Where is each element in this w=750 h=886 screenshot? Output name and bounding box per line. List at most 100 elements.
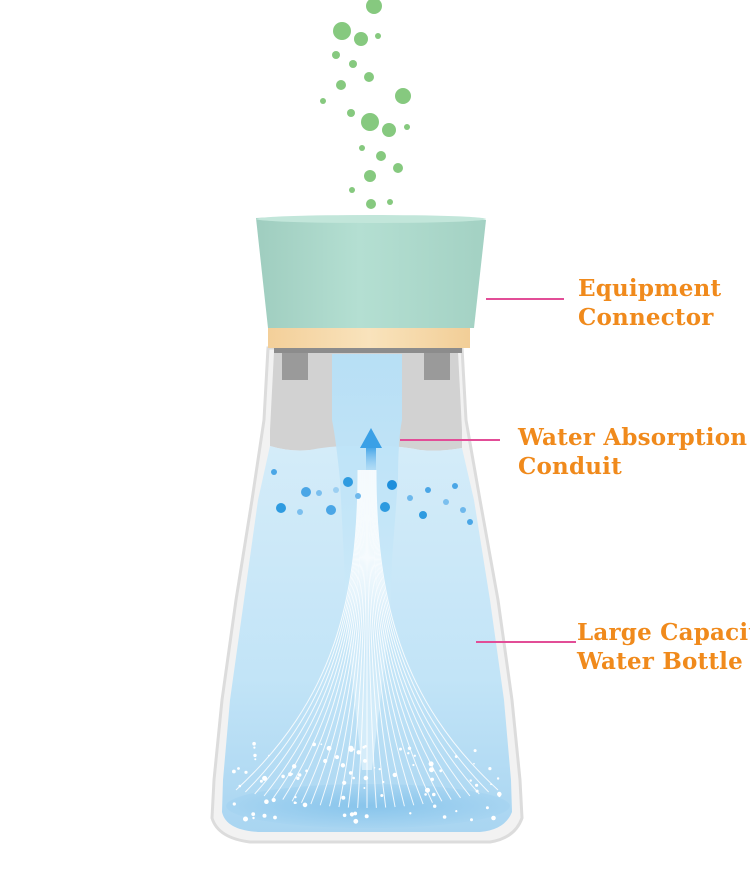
sparkle — [363, 787, 365, 789]
mist-dot — [393, 163, 403, 173]
water-bubble — [333, 487, 339, 493]
mist-dot — [366, 0, 382, 14]
sparkle — [476, 790, 479, 793]
mist-dot — [361, 113, 379, 131]
sparkle — [409, 812, 411, 814]
sparkle — [488, 767, 491, 770]
sparkle — [475, 784, 478, 787]
sparkle — [312, 743, 316, 747]
sparkle — [374, 767, 376, 769]
sparkle — [272, 798, 276, 802]
water-bubble — [326, 505, 336, 515]
sparkle — [335, 755, 339, 759]
mist-dot — [333, 22, 351, 40]
sparkle — [362, 746, 365, 749]
sparkle — [353, 819, 358, 824]
sparkle — [439, 769, 442, 772]
equipment-connector-label-line1: Equipment — [578, 274, 721, 303]
equipment-connector-leader — [486, 298, 564, 300]
water-bubble — [452, 483, 458, 489]
mist-dot — [320, 98, 326, 104]
sparkle — [291, 773, 293, 775]
sparkle — [379, 768, 381, 770]
sparkle — [490, 783, 492, 785]
sparkle — [473, 763, 475, 765]
sparkle — [443, 815, 447, 819]
sparkle — [342, 781, 346, 785]
sparkle — [252, 742, 256, 746]
sparkle — [414, 755, 416, 757]
sparkle — [264, 799, 269, 804]
sparkle — [470, 779, 472, 781]
mist-dot — [382, 123, 396, 137]
sparkle — [262, 776, 267, 781]
mist-dot — [375, 33, 381, 39]
sparkle — [253, 747, 255, 749]
sparkle — [455, 755, 458, 758]
sparkle — [429, 767, 434, 772]
sparkle — [327, 746, 332, 751]
mist-dot — [404, 124, 410, 130]
sparkle — [252, 817, 254, 819]
water-bubble — [425, 487, 431, 493]
mist-dot — [366, 199, 376, 209]
water-bubble — [419, 511, 427, 519]
sparkle — [253, 754, 256, 757]
water-bubble — [355, 493, 361, 499]
mist-dot — [349, 187, 355, 193]
sparkle — [237, 767, 240, 770]
sparkle — [341, 796, 345, 800]
connector-band — [268, 328, 470, 348]
sparkle — [455, 810, 457, 812]
large-capacity-water-bottle-label-line2: Water Bottle — [577, 647, 750, 676]
mist-dot — [354, 32, 368, 46]
mist-dots — [320, 0, 411, 209]
water-bubble — [407, 495, 413, 501]
sparkle — [350, 812, 354, 816]
connector-block-right — [424, 352, 450, 380]
sparkle — [365, 814, 369, 818]
sparkle — [382, 781, 384, 783]
mist-dot — [387, 199, 393, 205]
water-bubble — [443, 499, 449, 505]
sparkle — [243, 817, 248, 822]
sparkle — [430, 778, 434, 782]
sparkle — [294, 801, 297, 804]
sparkle — [323, 759, 327, 763]
sparkle — [349, 771, 353, 775]
sparkle — [343, 814, 347, 818]
sparkle — [341, 763, 345, 767]
sparkle — [320, 743, 322, 745]
connector-block-left — [282, 352, 308, 380]
equipment-connector-cap — [256, 215, 486, 328]
sparkle — [429, 761, 434, 766]
sparkle — [486, 806, 489, 809]
water-bubble — [380, 502, 390, 512]
mist-dot — [347, 109, 355, 117]
sparkle — [474, 749, 477, 752]
mist-dot — [364, 170, 376, 182]
sparkle — [263, 814, 267, 818]
sparkle — [348, 746, 353, 751]
sparkle — [412, 764, 414, 766]
water-absorption-conduit-label: Water Absorption Conduit — [518, 423, 747, 481]
sparkle — [260, 780, 263, 783]
large-capacity-leader — [476, 641, 576, 643]
sparkle — [268, 755, 270, 757]
water-bubble — [301, 487, 311, 497]
sparkle — [357, 750, 361, 754]
sparkle — [232, 770, 236, 774]
sparkle — [408, 747, 411, 750]
large-capacity-water-bottle-label: Large Capacity Water Bottle — [577, 618, 750, 676]
mist-dot — [349, 60, 357, 68]
water-absorption-conduit-label-line1: Water Absorption — [518, 423, 747, 452]
water-absorption-leader — [400, 439, 500, 441]
sparkle — [244, 771, 247, 774]
sparkle — [254, 758, 256, 760]
water-bubble — [271, 469, 277, 475]
water-bubble — [276, 503, 286, 513]
sparkle — [363, 759, 367, 763]
mist-dot — [336, 80, 346, 90]
sparkle — [292, 764, 296, 768]
sparkle — [239, 785, 242, 788]
